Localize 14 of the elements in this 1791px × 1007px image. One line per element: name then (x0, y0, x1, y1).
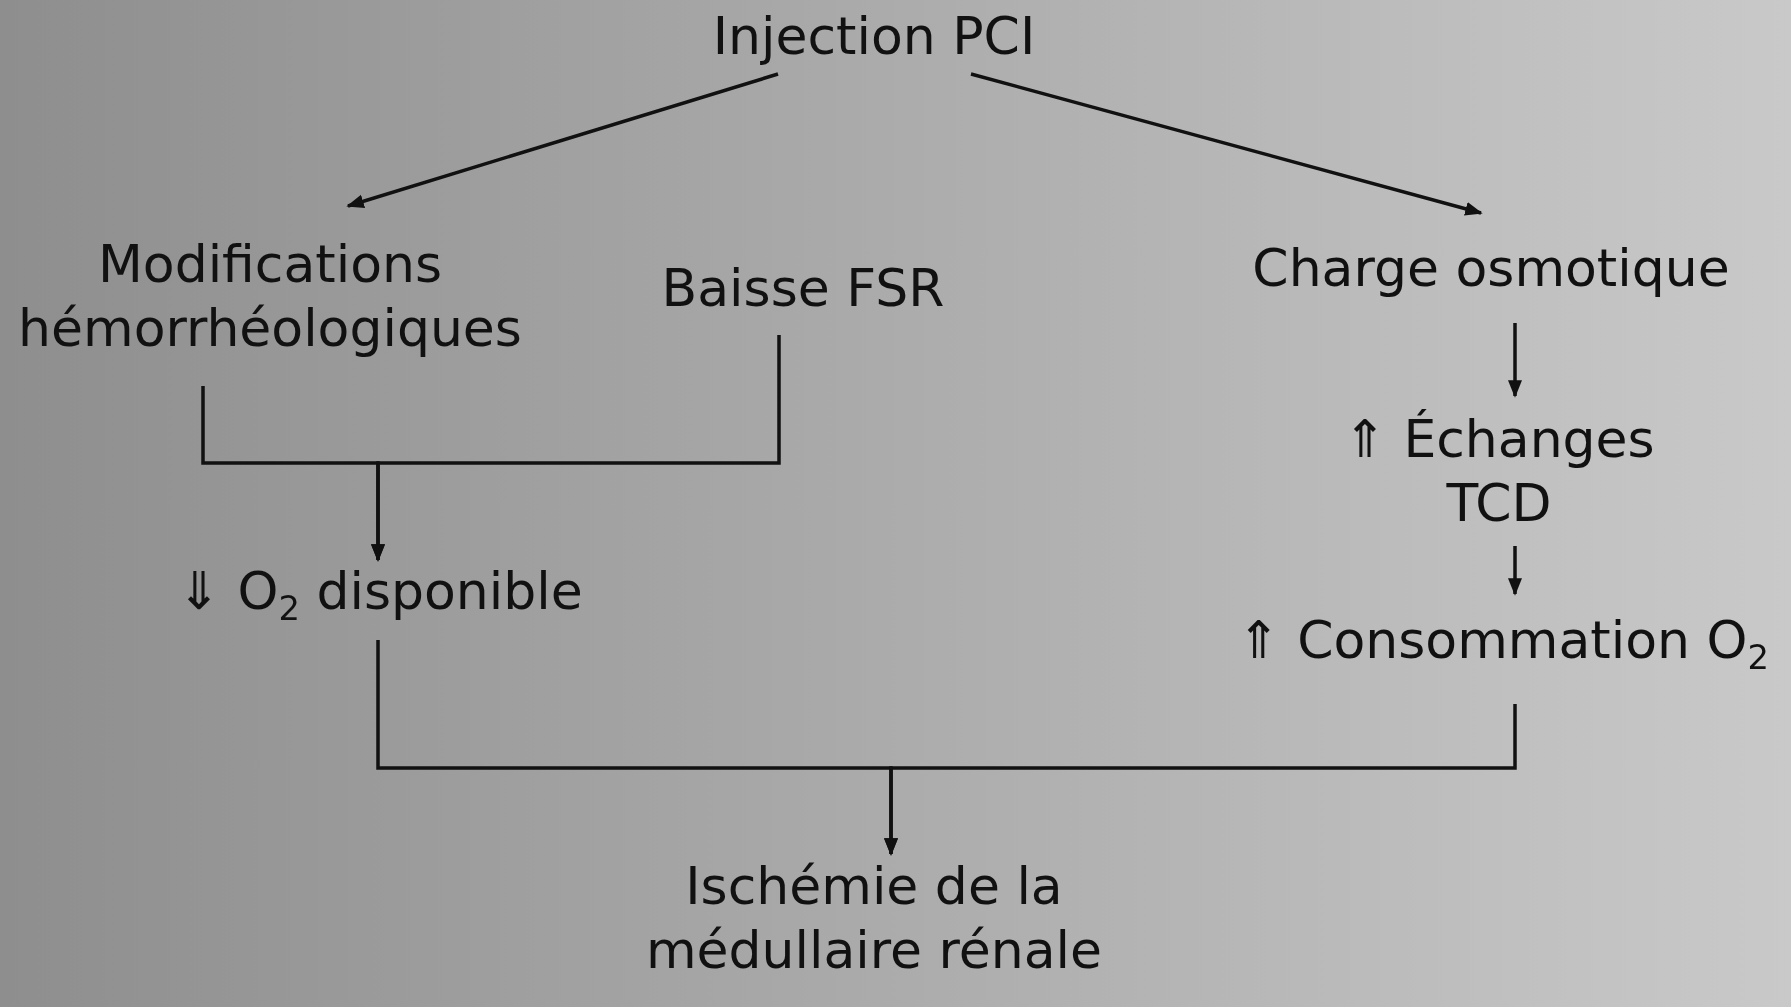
flow-step-text: ⇓ O$_{2}$ disponible (177, 559, 583, 631)
flow-step-text: Charge osmotique (1252, 237, 1730, 300)
arrow (970, 72, 1483, 216)
flow-step-text: Modifications hémorrhéologiques (17, 233, 523, 360)
arrow (1508, 546, 1522, 596)
arrow (1508, 323, 1522, 398)
arrow (884, 704, 1517, 856)
flow-step-text: Ischémie de la médullaire rénale (644, 855, 1104, 982)
arrow (371, 335, 781, 562)
flow-step-text: ⇑ Consommation O$_{2}$ (1237, 608, 1769, 680)
flow-step-text: Baisse FSR (661, 257, 945, 320)
arrow (346, 72, 779, 209)
flow-step-text: ⇑ Échanges TCD (1342, 408, 1656, 535)
flow-step-text: Injection PCI (712, 5, 1036, 68)
